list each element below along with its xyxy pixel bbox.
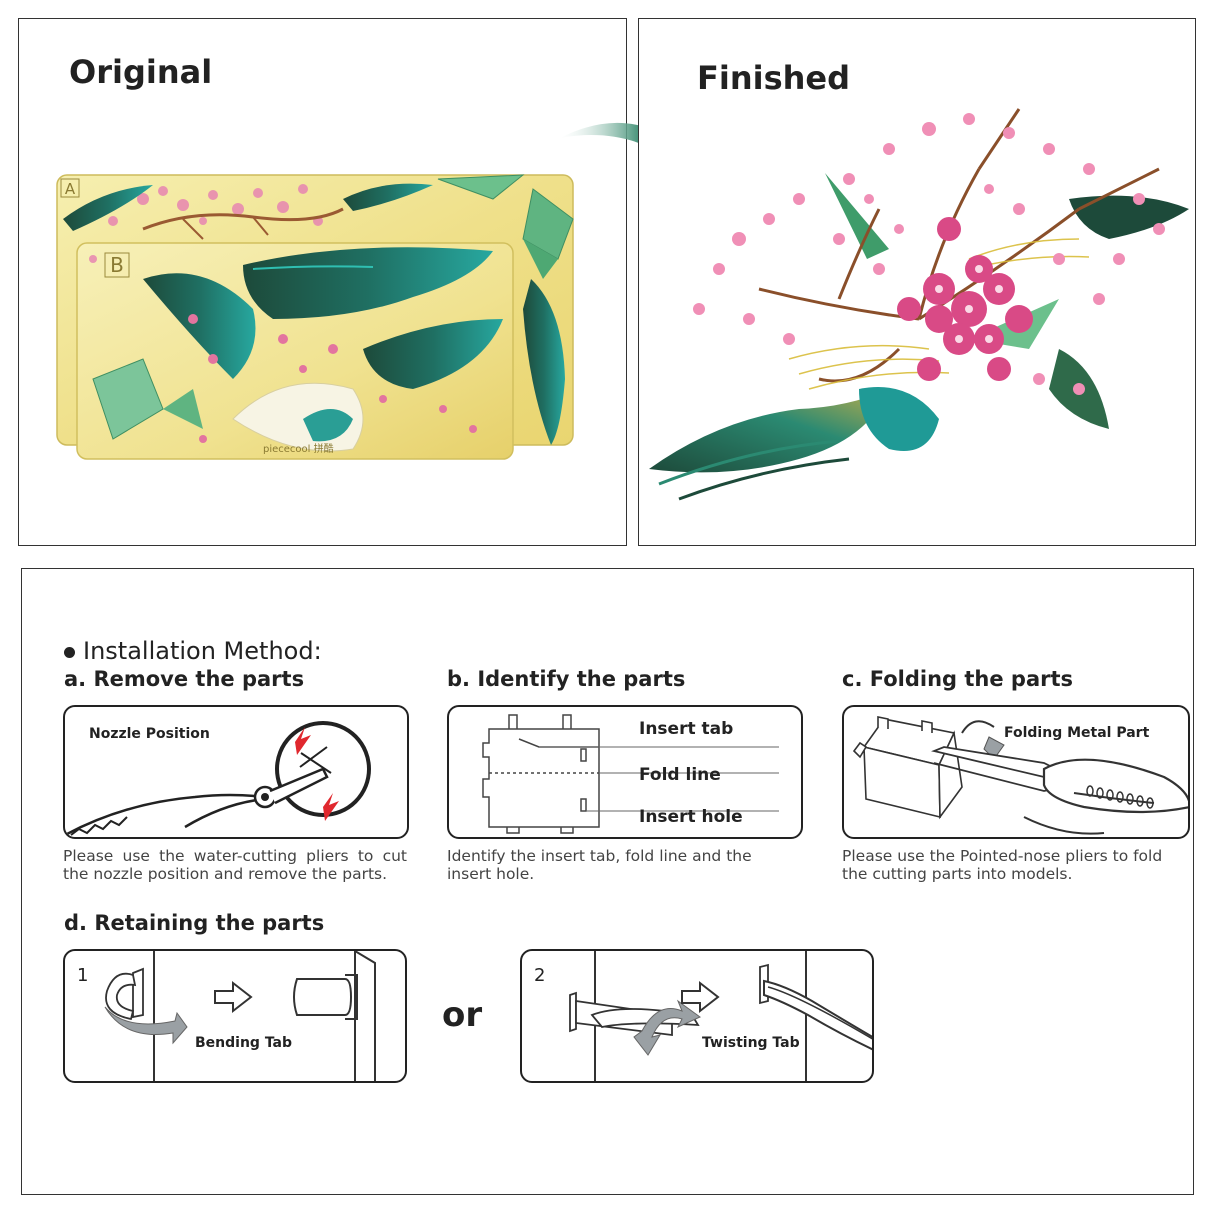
bending-arrow-icon (104, 1006, 188, 1045)
step-c-description: Please use the Pointed-nose pliers to fo… (842, 847, 1163, 883)
bending-tab-label: Bending Tab (195, 1035, 293, 1051)
twisting-tab-illustration (569, 951, 872, 1081)
step-d-option1-box: 1 Bending Tab (63, 949, 407, 1083)
step-a-title: a. Remove the parts (64, 667, 305, 691)
insert-hole-label: Insert hole (639, 807, 743, 827)
step-a-box: Nozzle Position (63, 705, 409, 839)
folding-metal-part-label: Folding Metal Part (1004, 725, 1150, 741)
right-arrow-icon (214, 980, 253, 1014)
installation-panel: Installation Method: a. Remove the parts… (21, 568, 1194, 1195)
original-title: Original (69, 53, 213, 91)
sheet-a-letter: A (65, 180, 76, 198)
or-separator: or (442, 995, 483, 1035)
folding-illustration (852, 716, 1188, 835)
bullet-icon (64, 646, 75, 658)
finished-model-illustration (649, 108, 1189, 501)
step-c-title: c. Folding the parts (842, 667, 1074, 691)
right-arrow-icon (681, 980, 720, 1014)
step-a-description: Please use the water-cutting pliers to c… (63, 847, 407, 883)
twisting-tab-label: Twisting Tab (702, 1035, 800, 1051)
step-d-option2-box: 2 Twisting Tab (520, 949, 874, 1083)
step-c-box: Folding Metal Part (842, 705, 1190, 839)
finished-panel: Finished (638, 18, 1196, 546)
option2-number: 2 (534, 965, 546, 986)
original-panel: Original (18, 18, 627, 546)
option1-number: 1 (77, 965, 89, 986)
step-d-title: d. Retaining the parts (64, 911, 325, 935)
part-diagram-illustration (482, 714, 779, 834)
finished-title: Finished (697, 59, 851, 97)
installation-heading: Installation Method: (64, 637, 322, 665)
step-b-description: Identify the insert tab, fold line and t… (447, 847, 752, 883)
insert-tab-label: Insert tab (639, 719, 734, 739)
pliers-cutting-illustration (65, 721, 371, 837)
fold-line-label: Fold line (639, 765, 721, 785)
brand-mark: piececool 拼酷 (263, 442, 334, 455)
sheet-b-letter: B (110, 253, 124, 277)
step-b-box: Insert tab Fold line Insert hole (447, 705, 803, 839)
bending-tab-illustration (104, 951, 376, 1081)
nozzle-position-label: Nozzle Position (89, 726, 210, 742)
step-b-title: b. Identify the parts (447, 667, 686, 691)
twisting-arrow-icon (633, 999, 701, 1056)
metal-sheet-illustration: A B piececool 拼酷 (56, 174, 574, 460)
cut-mark-icon (323, 793, 339, 821)
cut-mark-icon (295, 727, 311, 755)
